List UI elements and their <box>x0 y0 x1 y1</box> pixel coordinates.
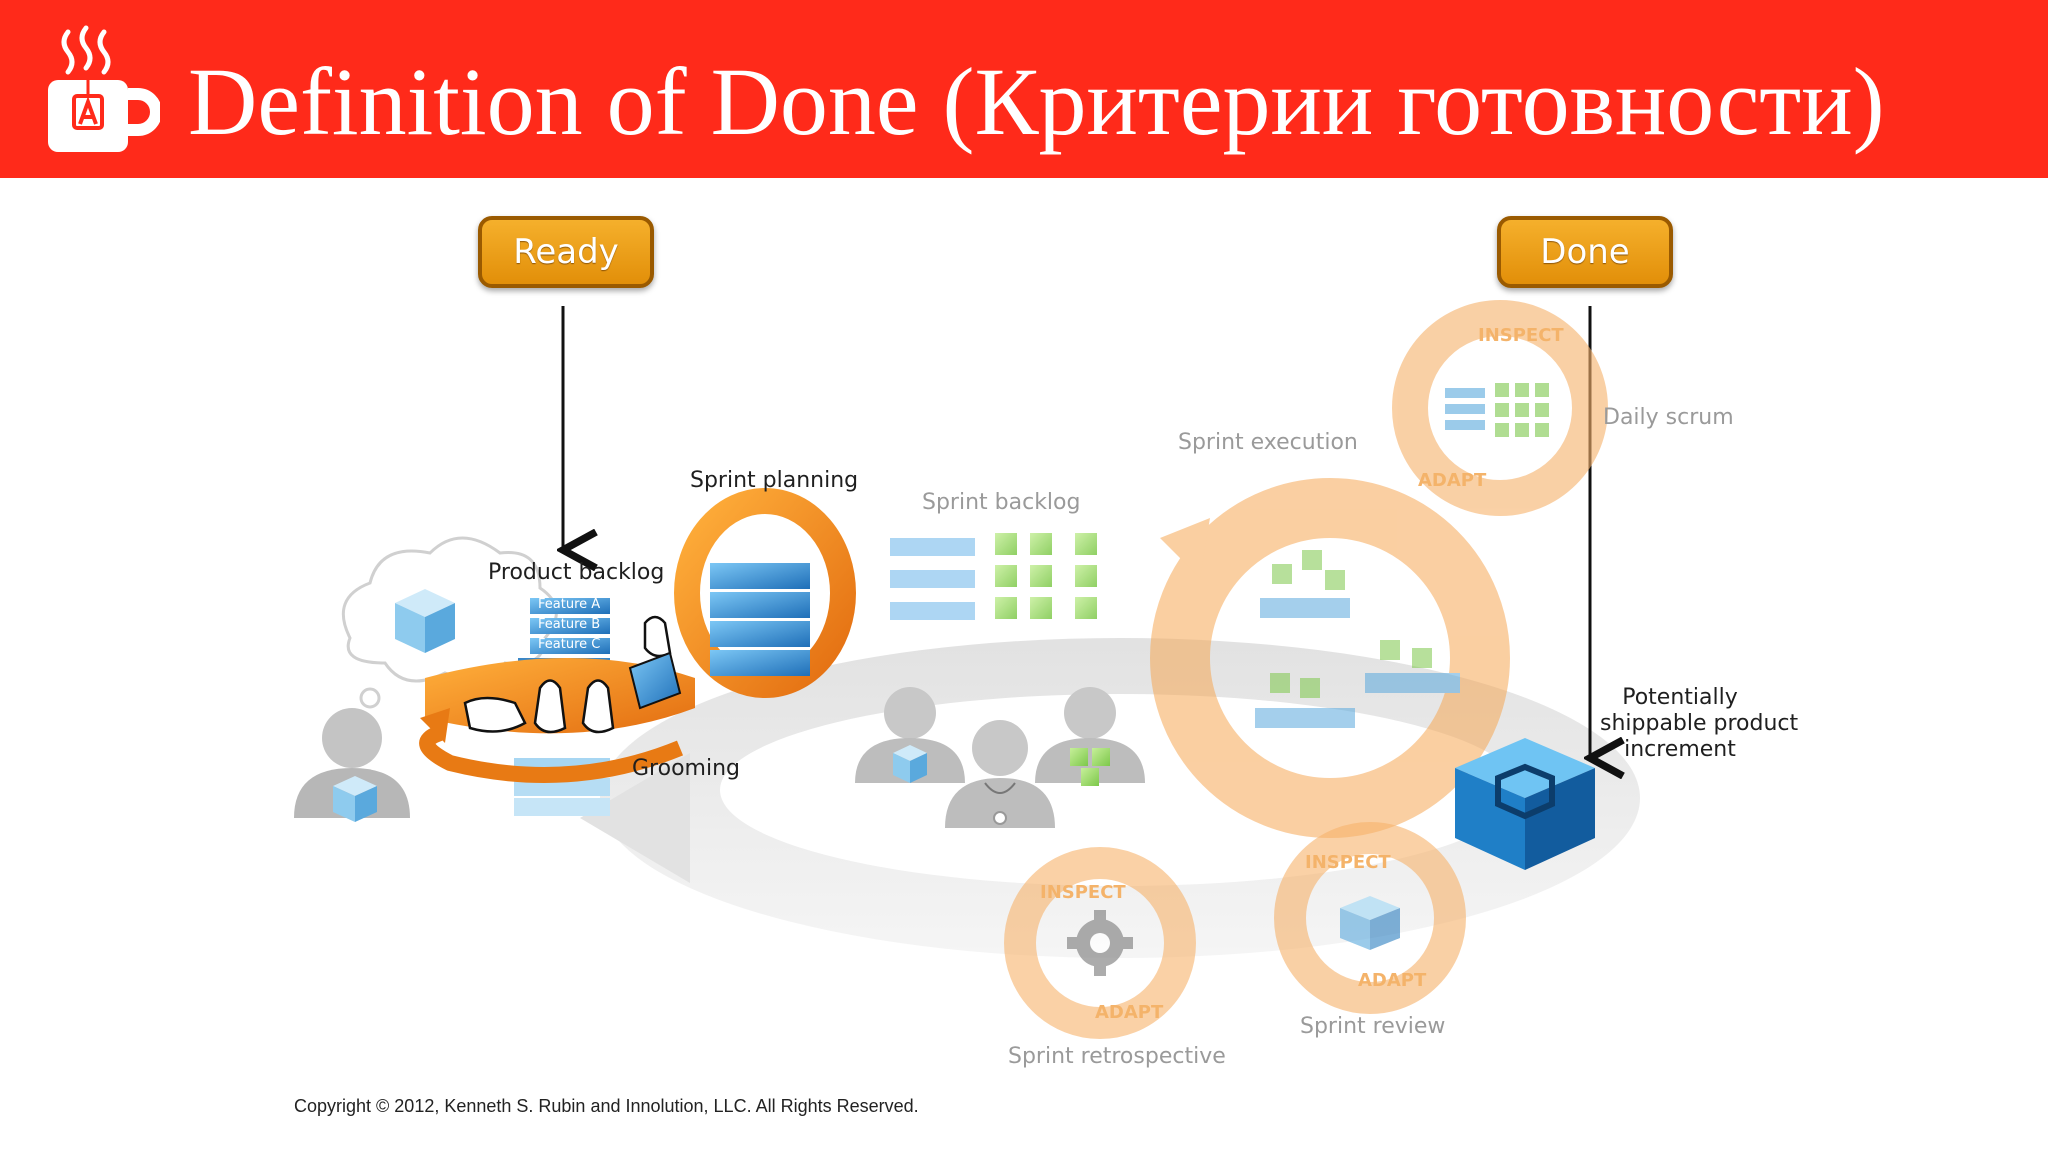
sprint-review-icon <box>1274 822 1466 1014</box>
daily-scrum-inspect-label: INSPECT <box>1478 325 1564 346</box>
copyright-notice: Copyright © 2012, Kenneth S. Rubin and I… <box>294 1096 919 1116</box>
increment-label-line-1: Potentially <box>1622 685 1738 710</box>
sprint-retrospective-icon <box>1004 847 1196 1039</box>
done-label: Done <box>1497 216 1673 288</box>
grooming-label: Grooming <box>632 756 740 781</box>
page-title: Definition of Done (Критерии готовности) <box>188 48 1885 155</box>
daily-scrum-adapt-label: ADAPT <box>1418 470 1487 491</box>
retrospective-inspect-label: INSPECT <box>1040 882 1126 903</box>
diagram-graphics <box>294 300 1640 1039</box>
daily-scrum-icon <box>1392 300 1608 516</box>
retrospective-adapt-label: ADAPT <box>1095 1002 1164 1023</box>
person-icon <box>294 708 410 822</box>
review-adapt-label: ADAPT <box>1358 970 1427 991</box>
sprint-retrospective-label: Sprint retrospective <box>1008 1044 1226 1069</box>
sprint-backlog-label: Sprint backlog <box>922 490 1081 515</box>
product-backlog-label: Product backlog <box>488 560 665 585</box>
increment-label-line-2: shippable product <box>1600 711 1799 736</box>
hand-icon <box>463 615 682 734</box>
sprint-planning-label: Sprint planning <box>690 468 859 493</box>
sprint-planning-icon <box>674 488 856 698</box>
cube-icon <box>395 589 455 653</box>
feature-a-label: Feature A <box>538 597 601 612</box>
review-inspect-label: INSPECT <box>1305 852 1391 873</box>
sprint-review-label: Sprint review <box>1300 1014 1446 1039</box>
sprint-execution-icon <box>1150 478 1510 838</box>
increment-label-line-3: increment <box>1624 737 1736 762</box>
product-increment-cube-icon <box>1455 738 1595 870</box>
title-bar: Definition of Done (Критерии готовности) <box>0 0 2048 178</box>
development-team <box>855 687 1145 828</box>
daily-scrum-label: Daily scrum <box>1603 405 1734 430</box>
feature-b-label: Feature B <box>538 617 601 632</box>
ready-label: Ready <box>478 216 654 288</box>
feature-c-label: Feature C <box>538 637 601 652</box>
gear-icon <box>1067 910 1133 976</box>
sprint-backlog-grid <box>890 533 1097 620</box>
scrum-process-diagram: Ready Done Product backlog Feature A Fea… <box>0 178 2048 1078</box>
sprint-execution-label: Sprint execution <box>1178 430 1358 455</box>
coffee-mug-logo-icon <box>48 25 160 152</box>
